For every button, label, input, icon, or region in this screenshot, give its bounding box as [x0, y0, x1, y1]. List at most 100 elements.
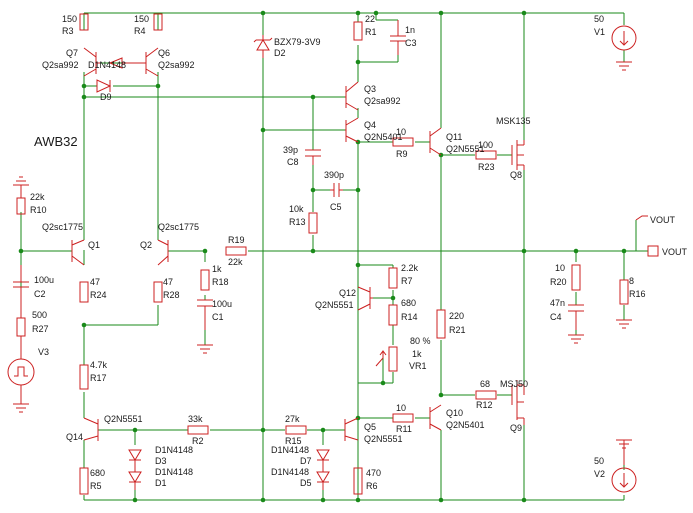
r19-name: R19	[228, 235, 245, 245]
q11-part: Q2N5551	[446, 144, 485, 154]
q14-part: Q2N5551	[104, 414, 143, 424]
c1-name: C1	[212, 312, 224, 322]
vr1-value: 1k	[412, 349, 422, 359]
r17-value: 4.7k	[90, 360, 108, 370]
r19-value: 22k	[228, 257, 243, 267]
r24-value: 47	[90, 277, 100, 287]
c4-value: 47n	[550, 298, 565, 308]
c1-value: 100u	[212, 299, 232, 309]
q12-name: Q12	[339, 288, 356, 298]
r16-name: R16	[629, 289, 646, 299]
r12-name: R12	[476, 400, 493, 410]
r21-value: 220	[449, 311, 464, 321]
r7-name: R7	[401, 276, 413, 286]
c2-name: C2	[34, 289, 46, 299]
r18-name: R18	[212, 277, 229, 287]
q3-name: Q3	[364, 84, 376, 94]
r5-name: R5	[90, 481, 102, 491]
c5-value: 390p	[324, 170, 344, 180]
r14-value: 680	[401, 298, 416, 308]
v1-name: V1	[594, 27, 605, 37]
c8-name: C8	[287, 157, 299, 167]
source-symbols	[7, 25, 659, 493]
q14-name: Q14	[66, 432, 83, 442]
r24-name: R24	[90, 290, 107, 300]
q7-name: Q7	[66, 48, 78, 58]
r1-name: R1	[365, 27, 377, 37]
r21-name: R21	[449, 325, 466, 335]
r20-name: R20	[550, 277, 567, 287]
q7-part: Q2sa992	[42, 60, 79, 70]
r14-name: R14	[401, 312, 418, 322]
d7-name: D7	[300, 456, 312, 466]
q5-name: Q5	[364, 422, 376, 432]
d-loop-part: D1N4148	[88, 60, 126, 70]
q11-name: Q11	[446, 132, 462, 142]
r11-value: 10	[396, 403, 406, 413]
r9-name: R9	[396, 149, 408, 159]
wiring	[20, 12, 648, 501]
c3-name: C3	[405, 38, 417, 48]
ground-symbols	[13, 61, 632, 465]
v1-value: 50	[594, 14, 604, 24]
r27-value: 500	[32, 310, 47, 320]
r17-name: R17	[90, 373, 107, 383]
q4-name: Q4	[364, 120, 376, 130]
msk135-label: MSK135	[496, 116, 531, 126]
c8-value: 39p	[283, 145, 298, 155]
d5-name: D5	[300, 478, 312, 488]
q10-part: Q2N5401	[446, 420, 485, 430]
r1-value: 22	[365, 14, 375, 24]
q2-name: Q2	[140, 240, 152, 250]
c2-value: 100u	[34, 275, 54, 285]
d3-name: D3	[155, 456, 167, 466]
q9-name: Q9	[510, 423, 522, 433]
q6-name: Q6	[158, 48, 170, 58]
q6-part: Q2sa992	[158, 60, 195, 70]
r28-value: 47	[163, 277, 173, 287]
d1-name: D1	[155, 478, 167, 488]
r16-value: 8	[629, 276, 634, 286]
r23-value: 100	[478, 140, 493, 150]
vr1-name: VR1	[409, 361, 427, 371]
v2-value: 50	[594, 456, 604, 466]
c5-name: C5	[330, 202, 342, 212]
r4-value: 150	[134, 14, 149, 24]
q8-name: Q8	[510, 170, 522, 180]
r2-value: 33k	[188, 414, 203, 424]
r27-name: R27	[32, 324, 49, 334]
v3-name: V3	[38, 347, 49, 357]
v2-name: V2	[594, 469, 605, 479]
r11-name: R11	[396, 424, 412, 434]
d2-name: D2	[274, 48, 286, 58]
r7-value: 2.2k	[401, 263, 419, 273]
r12-value: 68	[480, 379, 490, 389]
r6-name: R6	[366, 481, 378, 491]
q5-part: Q2N5551	[364, 434, 403, 444]
c3-value: 1n	[405, 25, 415, 35]
r3-value: 150	[62, 14, 77, 24]
r2-name: R2	[192, 436, 204, 446]
schematic-title: AWB32	[34, 134, 78, 149]
transistor-symbols	[71, 47, 525, 441]
r4-name: R4	[134, 26, 146, 36]
r9-value: 10	[396, 127, 406, 137]
d9-name: D9	[100, 92, 112, 102]
c4-name: C4	[550, 312, 562, 322]
q1-name: Q1	[88, 240, 100, 250]
r13-name: R13	[289, 217, 306, 227]
d3-part: D1N4148	[155, 445, 193, 455]
r15-value: 27k	[285, 414, 300, 424]
r6-value: 470	[366, 468, 381, 478]
q2-part: Q2sc1775	[158, 222, 199, 232]
d7-part: D1N4148	[271, 445, 309, 455]
r20-value: 10	[555, 263, 565, 273]
junction-dots	[18, 10, 627, 503]
q4-part: Q2N5401	[364, 132, 403, 142]
vout-label: VOUT	[662, 247, 688, 257]
vout-top-label: VOUT	[650, 215, 676, 225]
r13-value: 10k	[289, 204, 304, 214]
capacitor-symbols	[13, 20, 584, 330]
d2-part: BZX79-3V9	[274, 37, 321, 47]
